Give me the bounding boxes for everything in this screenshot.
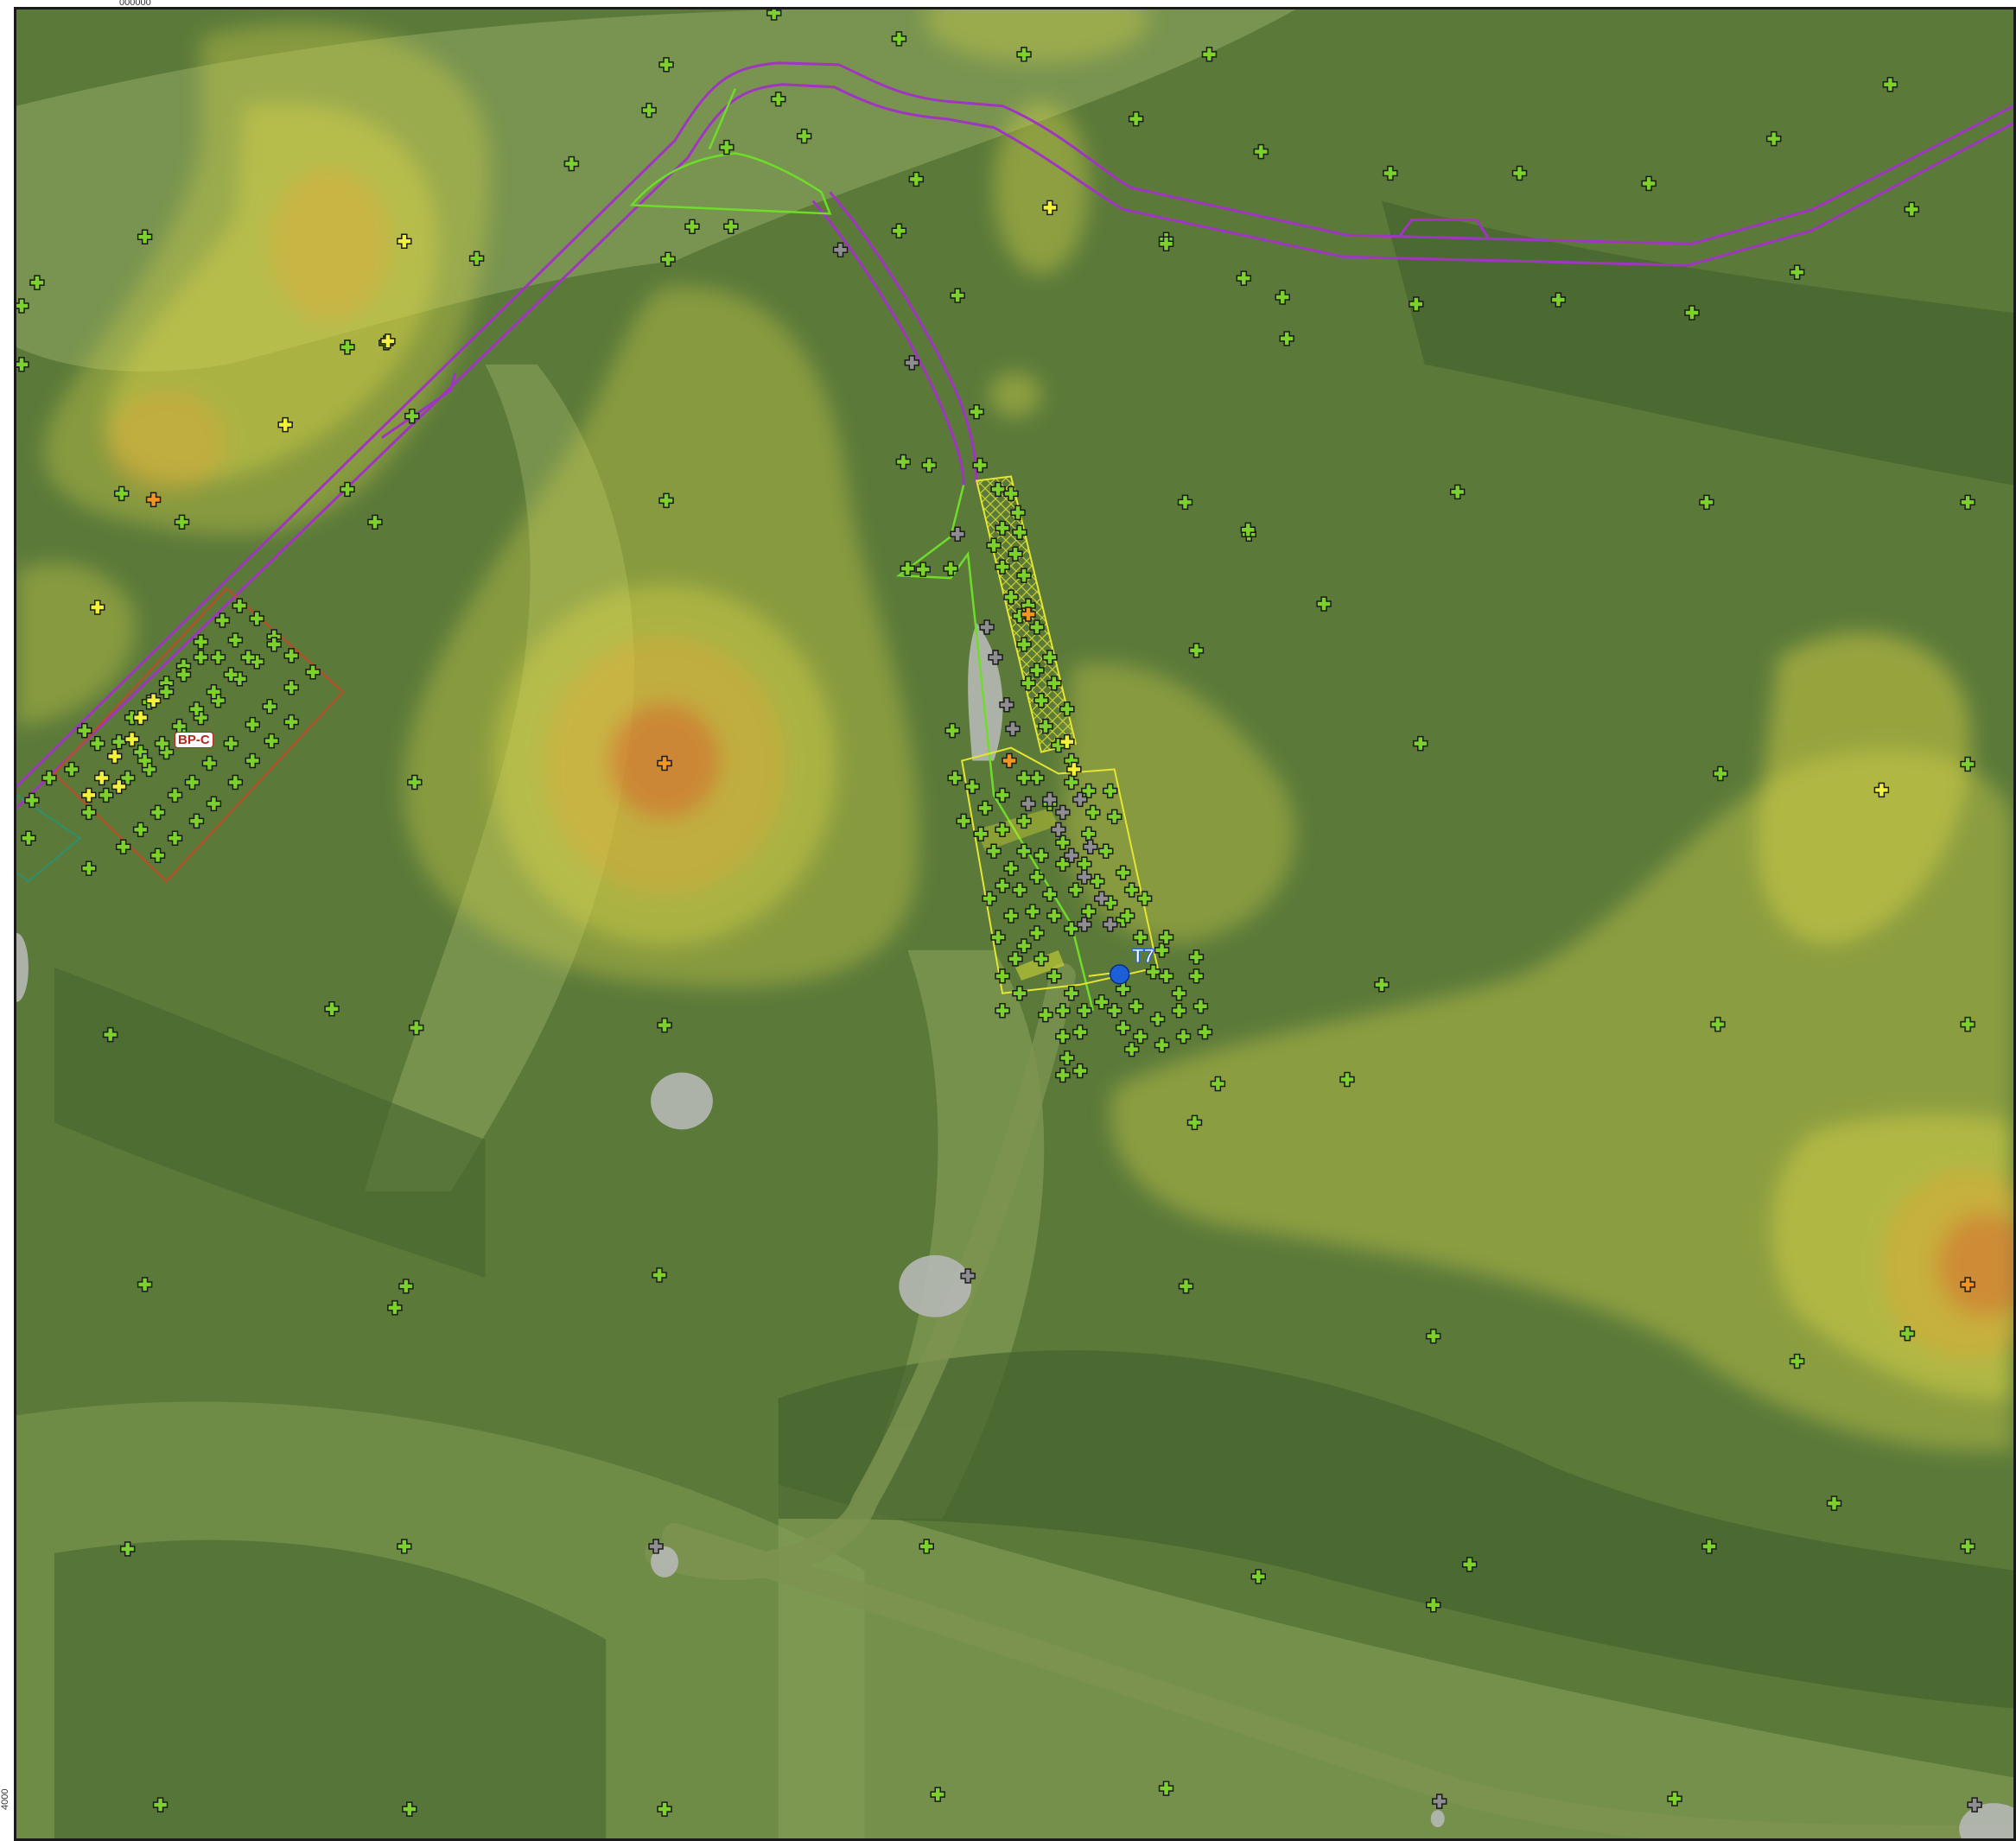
contour-zone-east-upper xyxy=(1756,632,1971,944)
boundary-site-access xyxy=(895,485,1094,1012)
plot-t7-pad xyxy=(976,808,1059,852)
contour-zone-north-edge xyxy=(925,10,1149,63)
dense-forest-west xyxy=(54,967,486,1278)
contour-zone-east-lower-core xyxy=(1937,1213,2013,1317)
dense-forest-southwest xyxy=(54,1539,607,1838)
road-junction-west xyxy=(381,372,457,439)
access-road-south-edge xyxy=(16,83,2013,809)
map-canvas[interactable] xyxy=(16,10,2013,1838)
spur-road-west-edge xyxy=(811,200,965,486)
spur-road-east-edge xyxy=(829,191,978,486)
waterbody-pond-3 xyxy=(651,1546,679,1578)
boundary-junction-north xyxy=(629,152,832,215)
dense-forest-south xyxy=(778,1350,2013,1709)
contour-zone-northwest-core-2 xyxy=(105,390,227,494)
grid-tick-label-left: 4000 xyxy=(0,1788,10,1810)
contour-zone-west-edge xyxy=(16,562,136,727)
contour-layer xyxy=(16,10,2013,1451)
boundary-junction-spur xyxy=(708,88,736,150)
open-ground-southeast xyxy=(778,1484,2013,1838)
contour-zone-northwest-core xyxy=(270,166,391,321)
waterbody-pond-1 xyxy=(651,1072,713,1130)
site-label-bp-c: BP-C xyxy=(175,732,213,748)
contour-zone-spot xyxy=(989,371,1041,417)
waterbody-pond-4 xyxy=(1430,1810,1445,1828)
map-frame[interactable]: BP-C T7 xyxy=(14,7,2016,1841)
road-layer xyxy=(16,61,2013,809)
access-road-north-edge xyxy=(16,61,2013,788)
turbine-label-t7: T7 xyxy=(1132,945,1155,968)
waterbody-edge-west xyxy=(16,932,29,1002)
grid-tick-label-top: 000000 xyxy=(119,0,151,8)
forest-track-south xyxy=(662,1523,2013,1838)
track-layer xyxy=(645,962,2013,1838)
road-layby xyxy=(1397,218,1491,241)
turbine-t7-location-dot[interactable] xyxy=(1109,964,1130,985)
boundary-layer xyxy=(629,88,1094,1012)
contour-zone-north-small xyxy=(994,101,1089,275)
dense-forest-northeast xyxy=(1381,200,2013,486)
waterbody-pond-2 xyxy=(899,1254,972,1317)
plot-west-edge-boundary xyxy=(16,794,82,883)
